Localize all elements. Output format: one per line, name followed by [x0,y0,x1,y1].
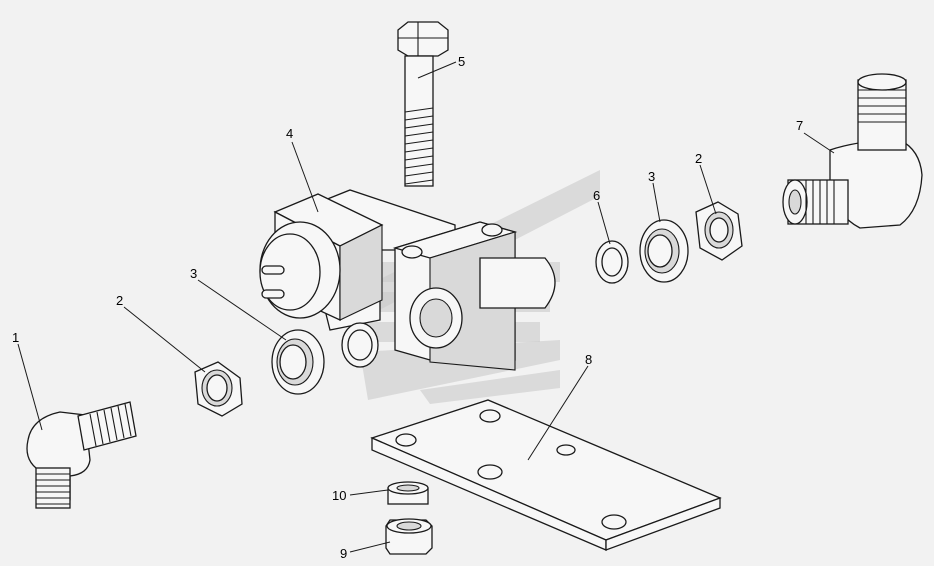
callout-6: 6 [593,188,600,203]
callouts: 1 2 3 4 5 6 3 2 7 8 10 9 [12,54,803,561]
hex-nut-part-2-left [194,361,243,417]
sleeve-part-10 [387,481,429,505]
callout-5: 5 [458,54,465,69]
callout-1: 1 [12,330,19,345]
elbow-side-thread [89,403,132,447]
valve-body-part-4 [259,189,556,371]
washer-part-3-right [639,219,689,283]
elbow7-side-thread [805,180,835,224]
ring-part-6-right [595,240,629,284]
elbow-lower-thread [36,473,70,505]
callout-10: 10 [332,488,346,503]
elbow-fitting-part-1 [26,401,137,509]
callout-3-right: 3 [648,169,655,184]
bolt-thread [404,107,434,185]
callout-2-right: 2 [695,151,702,166]
elbow-fitting-part-7 [782,73,923,229]
callout-3-left: 3 [190,266,197,281]
bolt-part-5 [397,21,449,187]
callout-2-left: 2 [116,293,123,308]
callout-7: 7 [796,118,803,133]
mounting-plate-part-8 [370,399,722,551]
ring-part-6-left [341,322,379,368]
hex-nut-part-2-right [695,201,743,261]
washer-part-3-left [271,329,325,395]
elbow7-top-thread [858,89,906,123]
callout-9: 9 [340,546,347,561]
callout-4: 4 [286,126,293,141]
callout-8: 8 [585,352,592,367]
nut-part-9 [385,518,433,555]
leader-lines [17,61,835,553]
